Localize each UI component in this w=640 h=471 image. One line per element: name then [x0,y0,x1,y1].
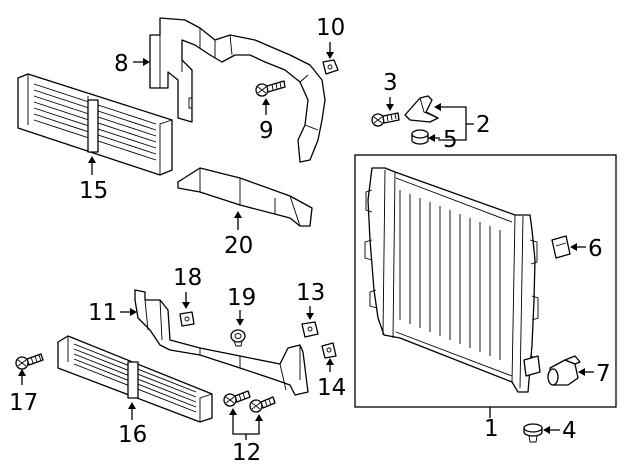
callout-15: 15 [79,178,108,204]
callout-6: 6 [588,236,603,262]
part-7-drain [547,355,581,386]
callout-2: 2 [476,112,491,138]
part-9-bolt [255,80,286,97]
callout-9: 9 [259,118,274,144]
part-13-nut [301,321,319,338]
part-19-retainer [230,329,246,347]
part-1-radiator [364,167,541,393]
part-18-nut [179,311,195,327]
callout-10: 10 [316,15,345,41]
callout-4: 4 [562,418,577,444]
callout-3: 3 [383,70,398,96]
callout-1: 1 [484,416,499,442]
callout-8: 8 [114,51,129,77]
part-10-nut [322,59,339,75]
callout-18: 18 [173,265,202,291]
part-15-upper-shutter [17,73,173,176]
part-12-bolts [223,390,276,413]
part-17-bolt [15,353,44,370]
part-14-nut [321,342,337,359]
callout-14: 14 [317,375,346,401]
callout-5: 5 [443,127,458,153]
part-1-frame [354,154,617,408]
part-11-lower-baffle [134,289,309,396]
callout-13: 13 [296,280,325,306]
callout-20: 20 [224,233,253,259]
part-5-grommet [411,129,429,145]
callout-12: 12 [232,440,261,466]
part-2-bracket [404,95,439,123]
callout-labels: 1 2 3 4 5 6 7 8 9 10 11 12 13 14 15 16 1… [9,15,611,466]
part-3-bolt [371,112,400,127]
part-4-cap [523,423,543,443]
part-20-deflector [177,167,313,227]
callout-16: 16 [118,422,147,448]
callout-19: 19 [227,285,256,311]
callout-17: 17 [9,390,38,416]
callout-11: 11 [88,300,117,326]
part-6-clip [551,235,571,259]
leader-lines [18,42,594,440]
callout-7: 7 [596,361,611,387]
part-16-lower-shutter [57,335,213,423]
part-8-upper-baffle [149,17,326,163]
